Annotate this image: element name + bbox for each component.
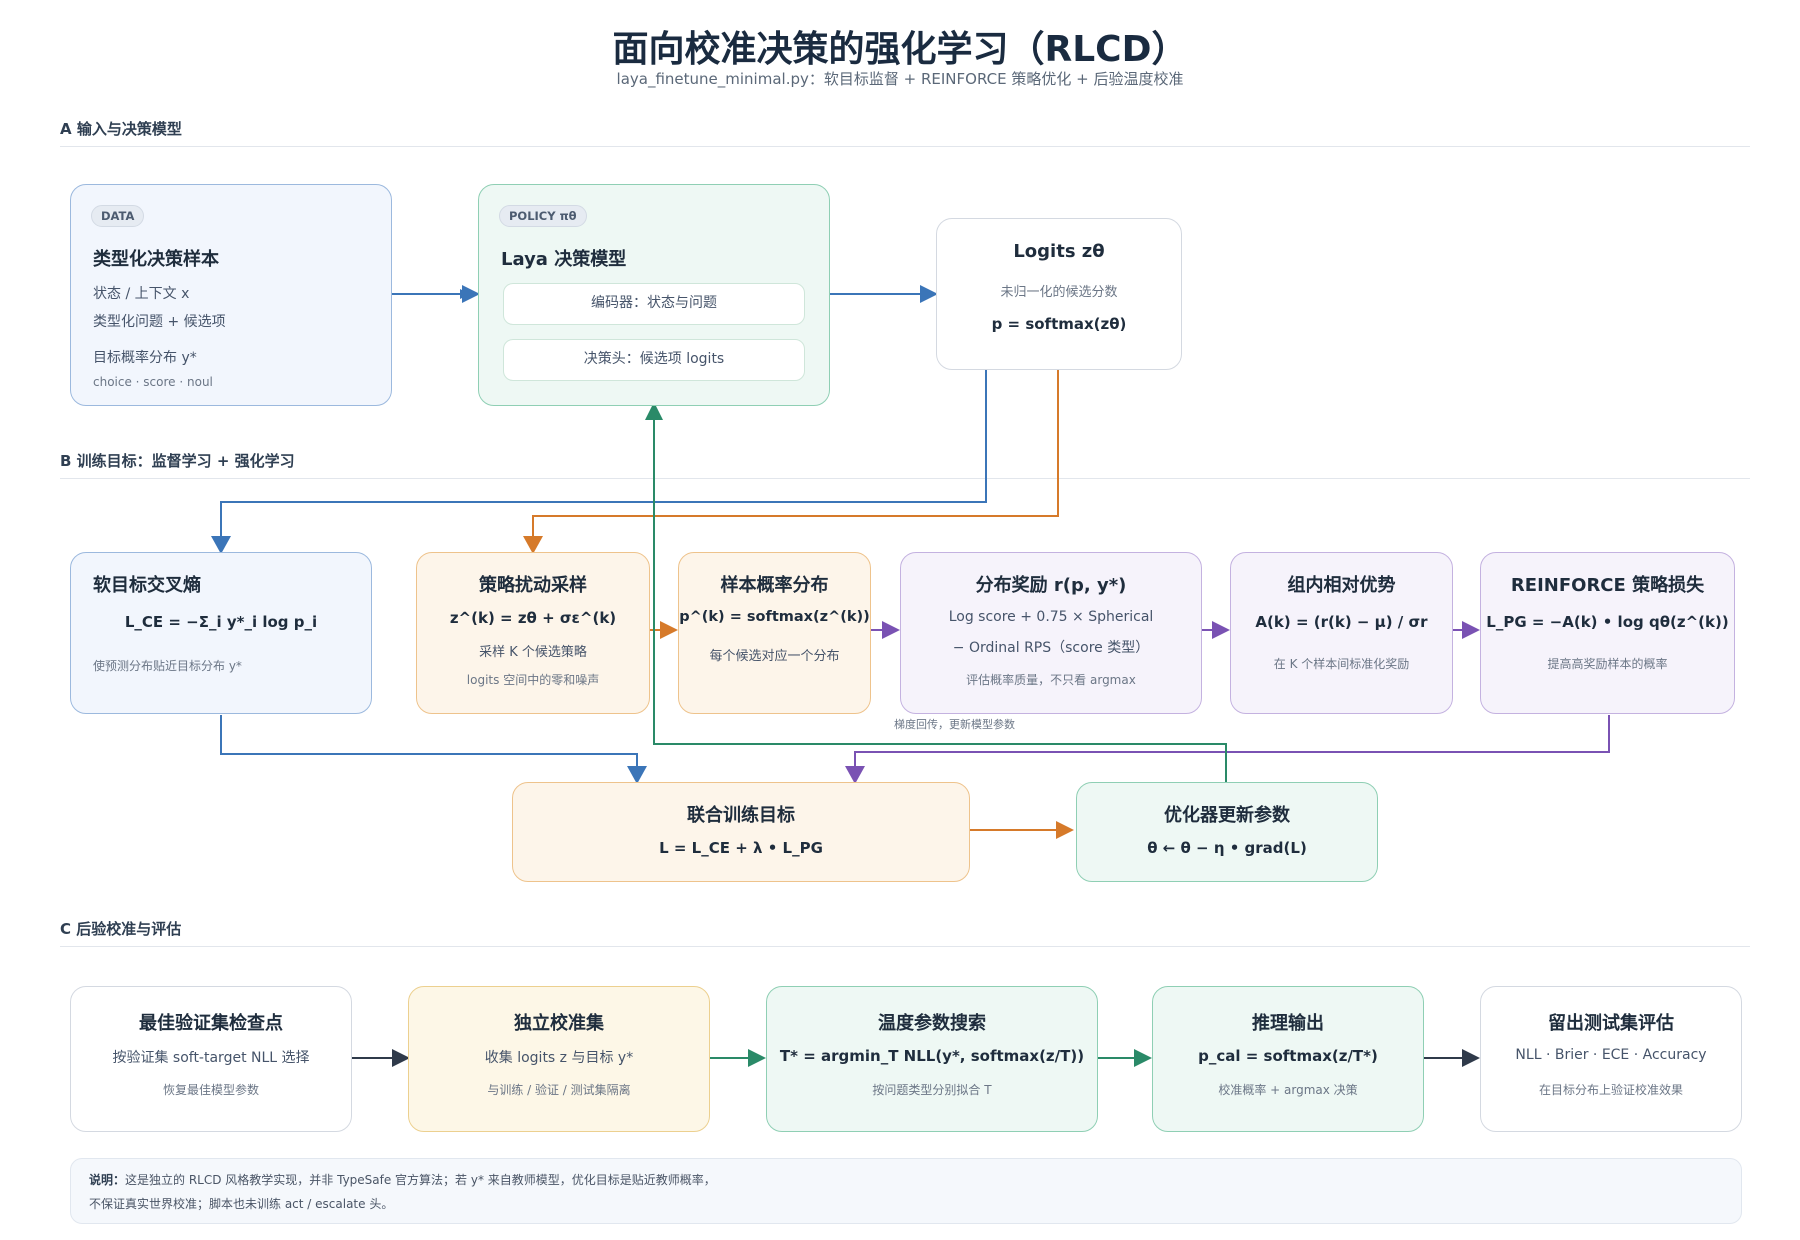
sampling-formula: z^(k) = zθ + σε^(k) [449,609,617,627]
sample-dist-title: 样本概率分布 [720,575,829,596]
reward-title: 分布奖励 r(p, y*) [975,575,1127,596]
section-b-label: B 训练目标：监督学习 + 强化学习 [60,452,295,470]
calibration-set-box: 独立校准集 收集 logits z 与目标 y* 与训练 / 验证 / 测试集隔… [408,986,710,1132]
sample-dist-line: 每个候选对应一个分布 [709,649,840,664]
joint-title: 联合训练目标 [687,805,795,826]
advantage-note: 在 K 个样本间标准化奖励 [1273,657,1410,671]
optimizer-formula: θ ← θ − η • grad(L) [1147,839,1307,857]
reward-line-2: − Ordinal RPS（score 类型） [952,640,1150,656]
arrow-logits-to-sample [532,370,1059,540]
advantage-title: 组内相对优势 [1287,575,1396,596]
data-box-line-2: 类型化问题 + 候选项 [93,314,226,330]
sampling-note: logits 空间中的零和噪声 [466,673,600,687]
calibration-set-title: 独立校准集 [514,1013,604,1034]
data-badge: DATA [91,205,145,227]
pg-note: 提高高奖励样本的概率 [1547,657,1668,671]
temperature-search-box: 温度参数搜索 T* = argmin_T NLL(y*, softmax(z/T… [766,986,1098,1132]
checkpoint-note: 恢复最佳模型参数 [162,1083,259,1097]
ce-loss-box: 软目标交叉熵 L_CE = −Σ_i y*_i log p_i 使预测分布贴近目… [70,552,372,714]
sampling-line: 采样 K 个候选策略 [479,645,587,660]
pg-loss-box: REINFORCE 策略损失 L_PG = −A(k) • log qθ(z^(… [1480,552,1735,714]
joint-formula: L = L_CE + λ • L_PG [659,839,823,857]
reward-note: 评估概率质量，不只看 argmax [966,673,1136,687]
arrow-opt-to-policy [653,418,1227,782]
optimizer-title: 优化器更新参数 [1164,805,1290,826]
advantage-formula: A(k) = (r(k) − μ) / σr [1255,613,1428,631]
reward-line-1: Log score + 0.75 × Spherical [948,609,1154,625]
joint-objective-box: 联合训练目标 L = L_CE + λ • L_PG [512,782,970,882]
sample-dist-box: 样本概率分布 p^(k) = softmax(z^(k)) 每个候选对应一个分布 [678,552,871,714]
footnote-text-1: 这是独立的 RLCD 风格教学实现，并非 TypeSafe 官方算法；若 y* … [125,1173,716,1187]
footnote-line-1: 说明：这是独立的 RLCD 风格教学实现，并非 TypeSafe 官方算法；若 … [89,1169,716,1191]
arrow-logits-to-ce [220,370,987,540]
optimizer-box: 优化器更新参数 θ ← θ − η • grad(L) [1076,782,1378,882]
pg-title: REINFORCE 策略损失 [1510,575,1705,596]
section-a-label: A 输入与决策模型 [60,120,182,138]
logits-desc: 未归一化的候选分数 [1000,285,1118,300]
ce-title: 软目标交叉熵 [93,575,201,596]
page-subtitle: laya_finetune_minimal.py：软目标监督 + REINFOR… [616,70,1184,88]
ce-note: 使预测分布贴近目标分布 y* [93,659,242,673]
sampling-box: 策略扰动采样 z^(k) = zθ + σε^(k) 采样 K 个候选策略 lo… [416,552,650,714]
arrow-ce-to-joint [220,715,638,768]
checkpoint-box: 最佳验证集检查点 按验证集 soft-target NLL 选择 恢复最佳模型参… [70,986,352,1132]
evaluation-title: 留出测试集评估 [1548,1013,1674,1034]
pg-formula: L_PG = −A(k) • log qθ(z^(k)) [1486,613,1729,631]
sampling-title: 策略扰动采样 [479,575,587,596]
evaluation-line: NLL · Brier · ECE · Accuracy [1515,1047,1707,1063]
logits-box: Logits zθ 未归一化的候选分数 p = softmax(zθ) [936,218,1182,370]
arrow-pg-to-joint [854,715,1610,768]
advantage-box: 组内相对优势 A(k) = (r(k) − μ) / σr 在 K 个样本间标准… [1230,552,1453,714]
inference-box: 推理输出 p_cal = softmax(z/T*) 校准概率 + argmax… [1152,986,1424,1132]
evaluation-note: 在目标分布上验证校准效果 [1538,1083,1683,1097]
temperature-title: 温度参数搜索 [878,1013,986,1034]
checkpoint-title: 最佳验证集检查点 [139,1013,283,1034]
calibration-set-line: 收集 logits z 与目标 y* [484,1050,634,1066]
policy-box-title: Laya 决策模型 [501,249,627,270]
data-box: DATA 类型化决策样本 状态 / 上下文 x 类型化问题 + 候选项 目标概率… [70,184,392,406]
policy-box: POLICY πθ Laya 决策模型 编码器：状态与问题 决策头：候选项 lo… [478,184,830,406]
ce-formula: L_CE = −Σ_i y*_i log p_i [124,613,318,631]
inference-title: 推理输出 [1252,1013,1324,1034]
footnote-box: 说明：这是独立的 RLCD 风格教学实现，并非 TypeSafe 官方算法；若 … [70,1158,1742,1224]
data-box-line-1: 状态 / 上下文 x [93,286,190,302]
backprop-note: 梯度回传，更新模型参数 [894,718,1015,731]
reward-box: 分布奖励 r(p, y*) Log score + 0.75 × Spheric… [900,552,1202,714]
temperature-note: 按问题类型分别拟合 T [872,1083,992,1097]
data-box-line-3: 目标概率分布 y* [93,350,197,366]
inference-formula: p_cal = softmax(z/T*) [1198,1047,1378,1065]
section-c-divider [60,946,1750,947]
temperature-formula: T* = argmin_T NLL(y*, softmax(z/T)) [779,1047,1085,1065]
data-box-title: 类型化决策样本 [93,249,219,270]
data-box-line-4: choice · score · noul [93,375,213,389]
logits-title: Logits zθ [1013,241,1105,262]
page-title: 面向校准决策的强化学习（RLCD） [612,29,1188,70]
section-c-label: C 后验校准与评估 [60,920,182,938]
sample-dist-formula: p^(k) = softmax(z^(k)) [679,609,870,625]
inference-note: 校准概率 + argmax 决策 [1218,1083,1358,1097]
logits-formula: p = softmax(zθ) [991,315,1127,333]
calibration-set-note: 与训练 / 验证 / 测试集隔离 [487,1083,631,1097]
footnote-label: 说明： [89,1173,126,1187]
encoder-block: 编码器：状态与问题 [503,283,805,325]
checkpoint-line: 按验证集 soft-target NLL 选择 [112,1050,310,1066]
decision-head-block: 决策头：候选项 logits [503,339,805,381]
footnote-line-2: 不保证真实世界校准；脚本也未训练 act / escalate 头。 [89,1197,394,1211]
policy-badge: POLICY πθ [499,205,587,227]
section-a-divider [60,146,1750,147]
section-b-divider [60,478,1750,479]
evaluation-box: 留出测试集评估 NLL · Brier · ECE · Accuracy 在目标… [1480,986,1742,1132]
